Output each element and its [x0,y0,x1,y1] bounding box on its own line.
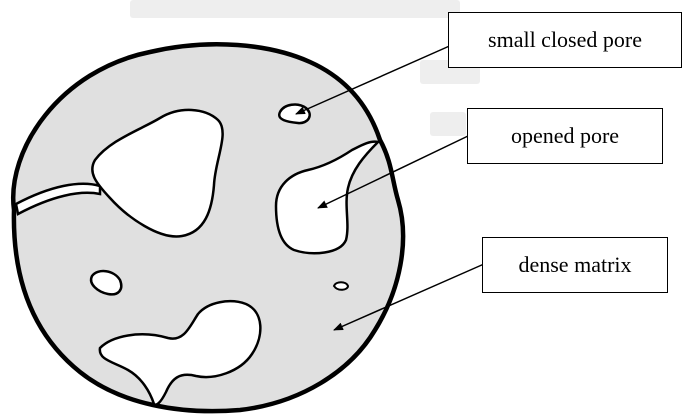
pore-lower-open [98,300,262,406]
label-small-closed-pore-text: small closed pore [488,27,642,52]
arrow-dense-matrix [333,263,485,331]
label-small-closed-pore: small closed pore [448,12,682,68]
pore-tiny-right [332,281,350,291]
label-opened-pore: opened pore [467,108,663,164]
pore-small-closed [277,103,311,125]
pore-small-lower-left [89,269,123,296]
pore-opened [274,140,381,255]
particle-outline [10,42,406,414]
arrow-opened-pore [317,135,469,209]
crack-channel-left [14,182,102,216]
label-opened-pore-text: opened pore [510,123,620,148]
label-dense-matrix-text: dense matrix [518,252,632,277]
arrow-small-closed-pore [295,43,455,115]
pore-large-upper-left [91,108,224,238]
label-dense-matrix: dense matrix [482,237,668,293]
